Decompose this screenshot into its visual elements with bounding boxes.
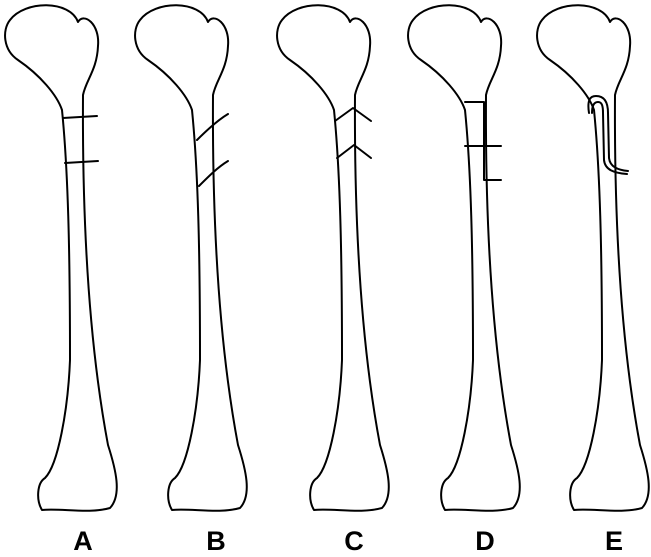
panel-label: A — [73, 526, 93, 556]
fracture-line-upper — [63, 116, 97, 118]
femur-outline — [277, 5, 389, 511]
femur-outline — [408, 5, 520, 511]
panel-label: E — [605, 526, 623, 556]
panel-a: A — [5, 5, 117, 556]
panel-label: C — [344, 526, 364, 556]
fracture-chevron-upper — [335, 108, 371, 121]
fracture-chevron-lower — [337, 145, 371, 158]
fracture-curve-outer — [588, 96, 628, 171]
panel-b: B — [135, 5, 247, 556]
panel-label: D — [475, 526, 495, 556]
panel-c: C — [277, 5, 389, 556]
panel-label: B — [206, 526, 226, 556]
panel-d: D — [408, 5, 520, 556]
panel-e: E — [537, 5, 649, 556]
femur-outline — [5, 5, 117, 511]
femur-outline — [537, 5, 649, 511]
fracture-line-lower — [65, 161, 98, 163]
femur-outline — [135, 5, 247, 511]
